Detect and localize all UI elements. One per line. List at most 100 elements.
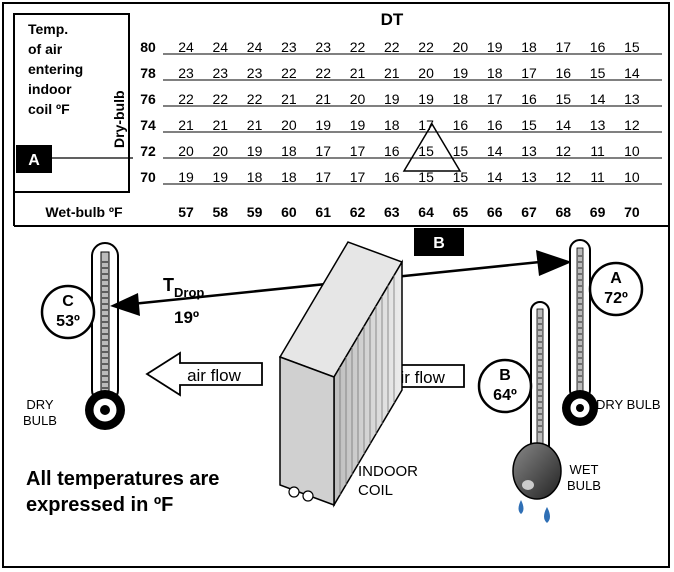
thermometer-c-badge <box>40 284 96 340</box>
t-drop-label: TDrop <box>163 275 204 300</box>
dt-cell: 21 <box>281 91 297 107</box>
dt-cell: 17 <box>315 143 331 159</box>
thermometer-a-letter: A <box>610 270 622 287</box>
coil-pipe <box>302 490 314 502</box>
dt-cell: 17 <box>315 169 331 185</box>
dt-cell: 16 <box>521 91 537 107</box>
table-title: DT <box>381 10 404 29</box>
t-drop-value: 19º <box>174 308 199 327</box>
wet-bulb-value: 65 <box>453 204 469 220</box>
coil-pipe <box>288 486 300 498</box>
wet-bulb-value: 60 <box>281 204 297 220</box>
dt-cell: 16 <box>453 117 469 133</box>
dt-cell: 22 <box>350 39 366 55</box>
marker-a-box <box>16 145 52 173</box>
dt-cell: 24 <box>247 39 263 55</box>
thermometer-c-value: 53º <box>56 313 80 330</box>
wet-bulb-value: 59 <box>247 204 263 220</box>
dt-cell: 23 <box>247 65 263 81</box>
dt-cell: 15 <box>590 65 606 81</box>
dt-cell: 12 <box>556 169 572 185</box>
highlight-triangle <box>402 122 462 172</box>
dt-cell: 23 <box>315 39 331 55</box>
dt-cell: 17 <box>350 169 366 185</box>
dt-cell: 21 <box>178 117 194 133</box>
dt-cell: 21 <box>384 65 400 81</box>
wet-bulb-value: 62 <box>350 204 366 220</box>
coil-side <box>279 355 335 507</box>
dt-cell: 22 <box>418 39 434 55</box>
dt-cell: 20 <box>213 143 229 159</box>
wet-wick <box>512 442 562 500</box>
dt-cell: 12 <box>624 117 640 133</box>
dry-bulb-value: 80 <box>140 39 156 55</box>
dt-cell: 18 <box>487 65 503 81</box>
dt-cell: 22 <box>384 39 400 55</box>
dry-bulb-left-label: DRY <box>26 397 54 412</box>
dt-cell: 20 <box>453 39 469 55</box>
wet-bulb-value: 64 <box>418 204 434 220</box>
dt-cell: 15 <box>418 143 434 159</box>
dt-cell: 17 <box>521 65 537 81</box>
dt-cell: 15 <box>521 117 537 133</box>
dt-cell: 19 <box>315 117 331 133</box>
dt-cell: 19 <box>453 65 469 81</box>
dry-bulb-value: 76 <box>140 91 156 107</box>
dt-cell: 19 <box>487 39 503 55</box>
dt-cell: 11 <box>590 143 605 159</box>
coil-label: INDOOR <box>358 463 418 480</box>
dt-cell: 21 <box>350 65 366 81</box>
thermometer-a: A 72º DRY BULB <box>562 239 661 426</box>
row-header-line: coil ºF <box>28 101 70 117</box>
dt-cell: 22 <box>213 91 229 107</box>
thermometer-c: C 53º DRY BULB <box>23 242 125 430</box>
dt-cell: 22 <box>281 65 297 81</box>
dt-cell: 24 <box>178 39 194 55</box>
dt-cell: 19 <box>418 91 434 107</box>
dt-cell: 18 <box>247 169 263 185</box>
dry-bulb-right-label: DRY BULB <box>596 397 661 412</box>
dt-cell: 20 <box>281 117 297 133</box>
dt-cell: 20 <box>350 91 366 107</box>
dt-cell: 18 <box>521 39 537 55</box>
dt-cell: 18 <box>453 91 469 107</box>
water-drop <box>518 500 524 514</box>
dry-bulb-value: 70 <box>140 169 156 185</box>
dt-cell: 17 <box>487 91 503 107</box>
dt-cell: 16 <box>487 117 503 133</box>
dt-cell: 21 <box>247 117 263 133</box>
dt-cell: 10 <box>624 169 640 185</box>
dry-bulb-value: 72 <box>140 143 156 159</box>
dt-cell: 12 <box>556 143 572 159</box>
dt-cell: 13 <box>521 143 537 159</box>
wet-bulb-value: 67 <box>521 204 537 220</box>
dt-cell: 16 <box>556 65 572 81</box>
dt-cell: 13 <box>624 91 640 107</box>
thermometer-b: B 64º WET BULB <box>477 301 601 523</box>
wet-bulb-value: 63 <box>384 204 400 220</box>
dt-cell: 21 <box>213 117 229 133</box>
dt-cell: 19 <box>178 169 194 185</box>
dry-bulb-left-label: BULB <box>23 413 57 428</box>
dt-cell: 22 <box>178 91 194 107</box>
dt-cell: 18 <box>281 143 297 159</box>
dt-cell: 21 <box>315 91 331 107</box>
dt-cell: 19 <box>247 143 263 159</box>
dt-cell: 14 <box>590 91 606 107</box>
note-line: expressed in ºF <box>26 494 173 516</box>
thermometer-b-value: 64º <box>493 387 517 404</box>
dt-cell: 15 <box>556 91 572 107</box>
dry-bulb-axis-label: Dry-bulb <box>111 90 127 148</box>
dt-cell: 22 <box>247 91 263 107</box>
dt-cell: 13 <box>521 169 537 185</box>
dt-cell: 11 <box>590 169 605 185</box>
thermometer-b-letter: B <box>499 367 511 384</box>
dt-cell: 16 <box>590 39 606 55</box>
marker-b-label: B <box>433 235 445 252</box>
note-line: All temperatures are <box>26 468 219 490</box>
dt-cell: 22 <box>315 65 331 81</box>
